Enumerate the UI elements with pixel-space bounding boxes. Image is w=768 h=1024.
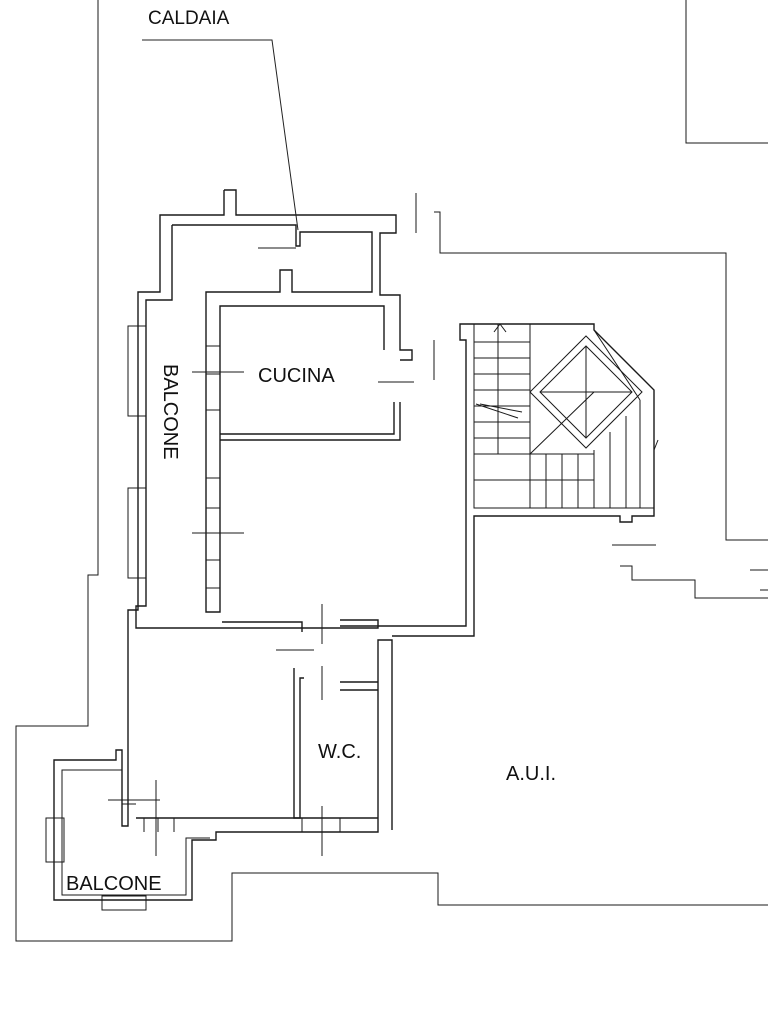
corridor-wall — [340, 323, 655, 637]
bedroom-inner-wall — [222, 621, 303, 632]
balcone-bottom-label: BALCONE — [66, 873, 162, 895]
right-step-lines — [620, 565, 768, 599]
balcone-window-1 — [127, 325, 147, 417]
caldaia-label: CALDAIA — [148, 8, 230, 29]
aui-label: A.U.I. — [506, 763, 556, 785]
bedroom-window-ticks — [108, 780, 341, 856]
door-jamb-top — [434, 211, 441, 250]
cucina-wall-inner — [220, 402, 395, 435]
right-boundary — [439, 212, 768, 541]
wc-wall — [293, 668, 304, 819]
balcone-bottom-window-1 — [45, 817, 65, 863]
cucina-label: CUCINA — [258, 365, 335, 387]
balcone-bottom-inner — [61, 769, 210, 896]
balcone-left-ticks — [192, 345, 244, 589]
balcone-bottom-window-2 — [101, 895, 147, 911]
caldaia-leader-line — [142, 39, 299, 231]
staircase — [474, 323, 659, 508]
wc-label: W.C. — [318, 741, 361, 763]
apartment-west-wall-inner — [135, 225, 379, 629]
apartment-outer-wall-inner — [168, 190, 225, 216]
balcone-left-label: BALCONE — [159, 364, 181, 460]
apartment-west-wall — [53, 214, 393, 901]
balcone-window-2 — [127, 487, 147, 579]
apartment-outer-wall — [224, 189, 413, 361]
outer-boundary-left — [15, 0, 768, 942]
caldaia-room-wall — [172, 224, 385, 613]
cucina-wall-right — [220, 402, 401, 441]
top-right-building — [685, 0, 768, 144]
